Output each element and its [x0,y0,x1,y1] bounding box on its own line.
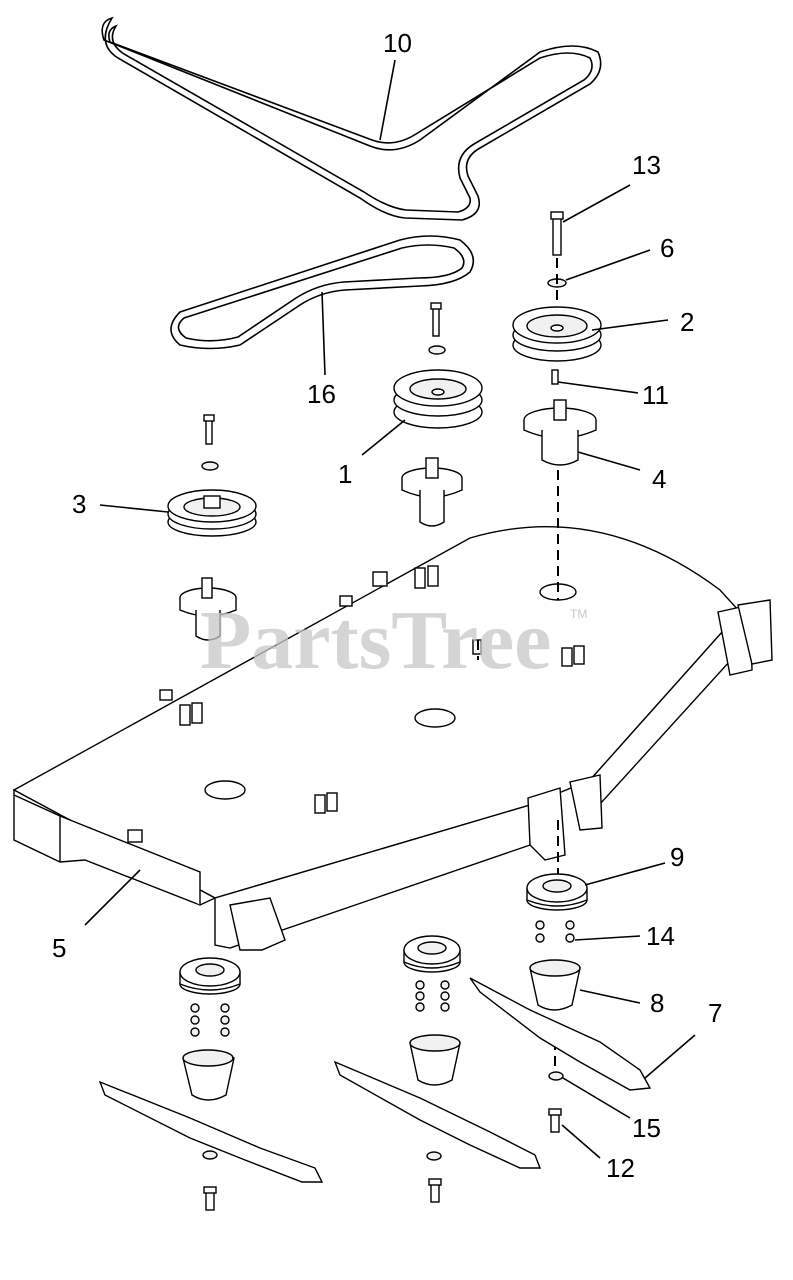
callout-14[interactable]: 14 [646,921,675,951]
callout-3[interactable]: 3 [72,489,86,519]
cup-center-lower[interactable] [409,1034,461,1086]
callout-8[interactable]: 8 [650,988,664,1018]
blade-7[interactable] [469,977,652,1091]
washer-left-lower[interactable] [202,1150,218,1160]
callout-15[interactable]: 15 [632,1113,661,1143]
bolt-left-lower[interactable] [203,1186,217,1211]
belt-small[interactable] [170,235,475,350]
callout-10[interactable]: 10 [383,28,412,58]
bolt-center[interactable] [430,302,442,337]
callout-16[interactable]: 16 [307,379,336,409]
leader-lines [84,59,696,1159]
washer-center[interactable] [428,345,446,355]
nuts-left-lower[interactable] [190,1003,230,1037]
bolt-13[interactable] [550,211,564,256]
spindle-left[interactable] [179,577,237,641]
pulley-2[interactable] [512,306,602,362]
watermark-trademark: TM [570,607,587,621]
hub-center-lower[interactable] [403,935,461,973]
hub-9[interactable] [526,873,588,911]
mower-deck-5[interactable] [12,526,773,951]
spindle-4[interactable] [523,399,597,466]
washer-center-lower[interactable] [426,1151,442,1161]
callout-7[interactable]: 7 [708,998,722,1028]
callout-2[interactable]: 2 [680,307,694,337]
blade-center-lower[interactable] [333,1060,542,1169]
callout-6[interactable]: 6 [660,233,674,263]
cup-8[interactable] [529,959,581,1011]
hub-left-lower[interactable] [179,957,241,995]
key-11[interactable] [551,369,559,385]
blade-left-lower[interactable] [98,1080,324,1183]
callout-9[interactable]: 9 [670,842,684,872]
callout-1[interactable]: 1 [338,459,352,489]
callout-4[interactable]: 4 [652,464,666,494]
bolt-left[interactable] [203,414,215,445]
callout-11[interactable]: 11 [642,380,669,410]
spindle-center[interactable] [401,457,463,527]
callout-13[interactable]: 13 [632,150,661,180]
nuts-center-lower[interactable] [415,980,450,1012]
watermark-text: PartsTree [200,594,551,687]
nuts-14[interactable] [535,920,575,943]
bolt-12[interactable] [548,1108,562,1133]
callout-5[interactable]: 5 [52,933,66,963]
callout-12[interactable]: 12 [606,1153,635,1183]
bolt-center-lower[interactable] [428,1178,442,1203]
washer-left[interactable] [201,461,219,471]
belt-large[interactable] [101,16,602,221]
pulley-3[interactable] [167,489,257,537]
cup-left-lower[interactable] [182,1049,235,1101]
pulley-1[interactable] [393,369,483,429]
washer-15[interactable] [548,1071,564,1081]
